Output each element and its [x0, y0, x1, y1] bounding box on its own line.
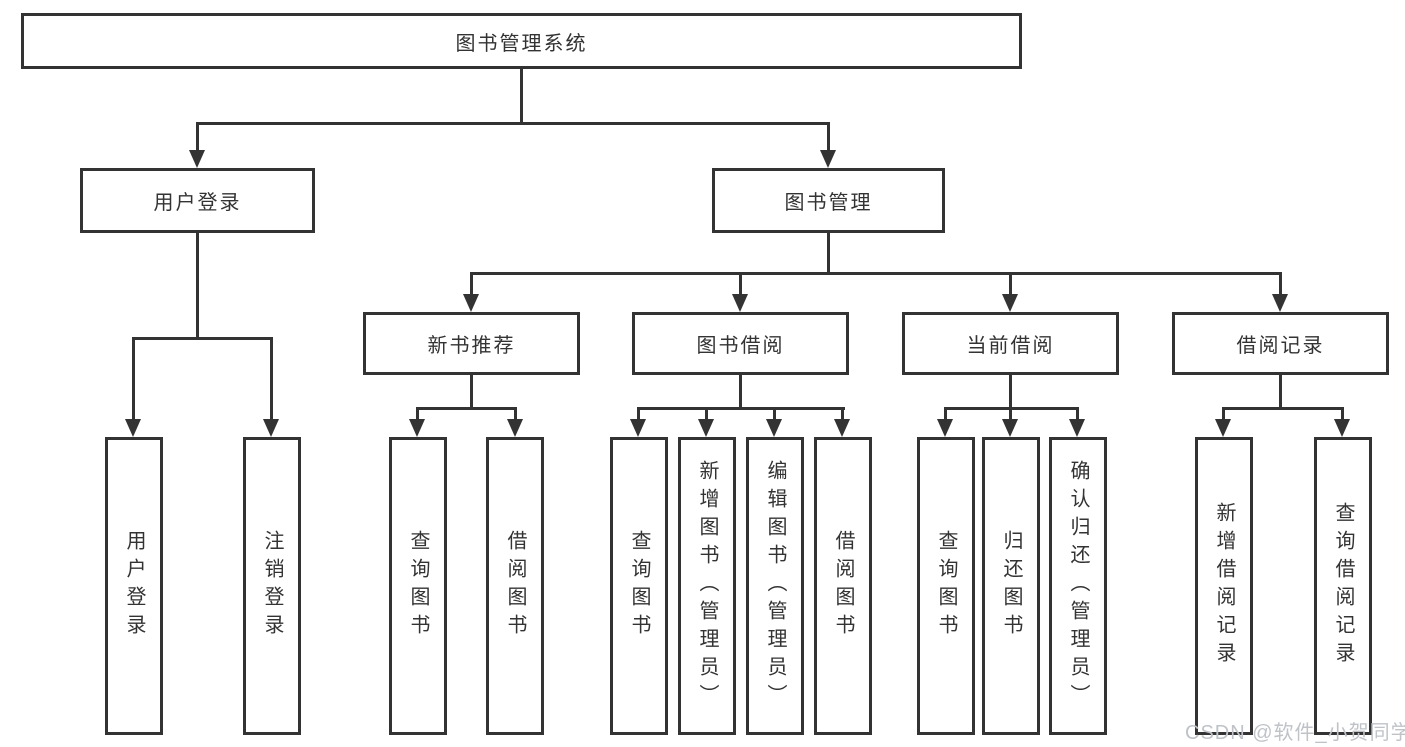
connector-records-bus — [1222, 407, 1344, 410]
connector-drop-query-borrow-record — [1341, 407, 1344, 419]
node-new-book-recommend: 新书推荐 — [363, 312, 580, 375]
leaf-return-books: 归还图书 — [982, 437, 1040, 735]
arrowhead-return-books — [1002, 419, 1018, 437]
arrowhead-leaf-logout — [263, 419, 279, 437]
node-book-management: 图书管理 — [712, 168, 945, 233]
node-borrowing-records: 借阅记录 — [1172, 312, 1389, 375]
arrowhead-edit-book-admin — [766, 419, 782, 437]
connector-drop-confirm-return-admin — [1076, 407, 1079, 419]
connector-user-login-bus — [132, 337, 273, 340]
arrowhead-add-book-admin — [698, 419, 714, 437]
connector-recommend-bus — [416, 407, 517, 410]
connector-drop-add-borrow-record — [1222, 407, 1225, 419]
arrowhead-query-books-borrowing — [630, 419, 646, 437]
leaf-add-borrow-record: 新增借阅记录 — [1195, 437, 1253, 735]
connector-root-drop-user-login — [196, 122, 199, 150]
connector-drop-current-borrowing — [1009, 272, 1012, 294]
leaf-logout: 注销登录 — [243, 437, 301, 735]
node-book-borrowing: 图书借阅 — [632, 312, 849, 375]
arrowhead-confirm-return-admin — [1069, 419, 1085, 437]
connector-current-stem — [1009, 375, 1012, 407]
leaf-query-books-recommend: 查询图书 — [389, 437, 447, 735]
connector-user-login-stem — [196, 233, 199, 337]
node-library-system: 图书管理系统 — [21, 13, 1022, 69]
arrowhead-query-books-recommend — [409, 419, 425, 437]
arrowhead-leaf-user-login — [125, 419, 141, 437]
leaf-add-book-admin: 新增图书（管理员） — [678, 437, 736, 735]
leaf-edit-book-admin: 编辑图书（管理员） — [746, 437, 804, 735]
connector-drop-borrow-books-recommend — [514, 407, 517, 419]
node-current-borrowing: 当前借阅 — [902, 312, 1119, 375]
connector-borrowing-stem — [739, 375, 742, 407]
connector-drop-book-borrowing — [739, 272, 742, 294]
connector-drop-edit-book-admin — [773, 407, 776, 419]
arrowhead-query-borrow-record — [1334, 419, 1350, 437]
arrowhead-query-books-current — [937, 419, 953, 437]
connector-drop-add-book-admin — [705, 407, 708, 419]
node-user-login: 用户登录 — [80, 168, 315, 233]
arrowhead-borrow-books-recommend — [507, 419, 523, 437]
connector-drop-borrowing-records — [1279, 272, 1282, 294]
connector-drop-new-book-recommend — [470, 272, 473, 294]
arrowhead-borrow-books-borrowing — [834, 419, 850, 437]
arrowhead-borrowing-records — [1272, 294, 1288, 312]
connector-drop-query-books-current — [944, 407, 947, 419]
connector-recommend-stem — [470, 375, 473, 407]
leaf-query-books-current: 查询图书 — [917, 437, 975, 735]
connector-drop-query-books-borrowing — [637, 407, 640, 419]
arrowhead-new-book-recommend — [463, 294, 479, 312]
connector-root-stem — [520, 69, 523, 122]
connector-book-management-stem — [827, 233, 830, 272]
arrowhead-book-borrowing — [732, 294, 748, 312]
leaf-confirm-return-admin: 确认归还（管理员） — [1049, 437, 1107, 735]
arrowhead-user-login — [189, 150, 205, 168]
connector-root-bus — [196, 122, 830, 125]
connector-borrowing-bus — [637, 407, 845, 410]
leaf-query-books-borrowing: 查询图书 — [610, 437, 668, 735]
leaf-borrow-books-recommend: 借阅图书 — [486, 437, 544, 735]
arrowhead-book-management — [820, 150, 836, 168]
connector-records-stem — [1279, 375, 1282, 407]
connector-drop-leaf-logout — [270, 337, 273, 419]
arrowhead-current-borrowing — [1002, 294, 1018, 312]
connector-root-drop-book-management — [827, 122, 830, 150]
leaf-query-borrow-record: 查询借阅记录 — [1314, 437, 1372, 735]
leaf-borrow-books-borrowing: 借阅图书 — [814, 437, 872, 735]
arrowhead-add-borrow-record — [1215, 419, 1231, 437]
leaf-user-login: 用户登录 — [105, 437, 163, 735]
connector-drop-leaf-user-login — [132, 337, 135, 419]
connector-drop-query-books-recommend — [416, 407, 419, 419]
watermark: CSDN @软件_小贺同学 — [1185, 722, 1405, 744]
connector-drop-return-books — [1009, 407, 1012, 419]
connector-drop-borrow-books-borrowing — [841, 407, 844, 419]
connector-book-management-bus — [470, 272, 1282, 275]
